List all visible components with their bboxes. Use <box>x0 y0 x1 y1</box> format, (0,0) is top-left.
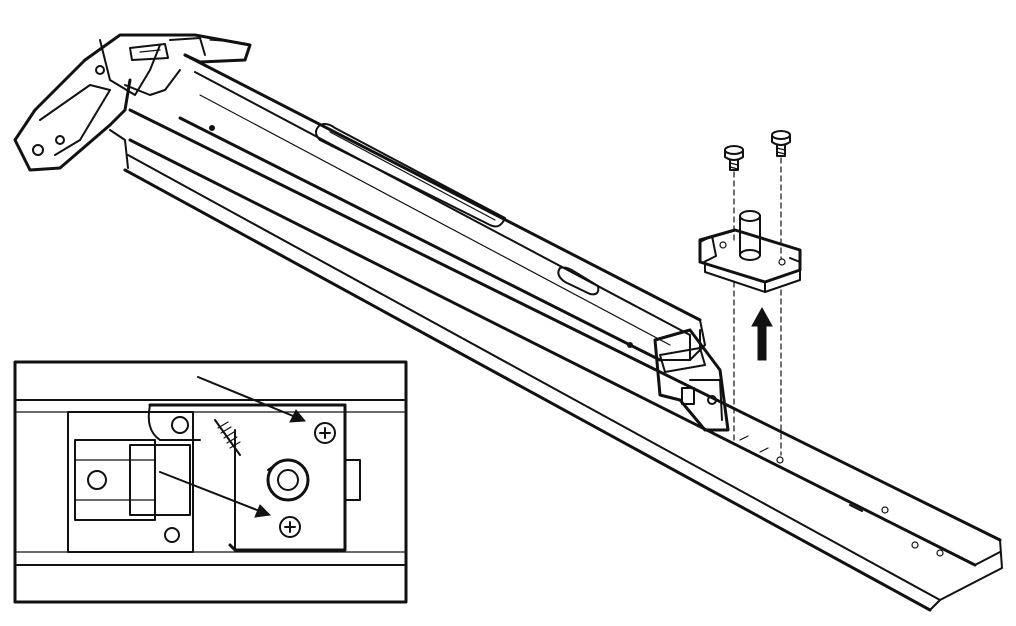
inset-screw-top <box>314 422 336 444</box>
exit-device-rail <box>123 53 1003 612</box>
inset-screw-bottom <box>279 516 301 538</box>
screw-left <box>724 145 744 171</box>
pointer-arrow-bottom <box>159 471 272 518</box>
pointer-arrow-top <box>197 376 307 423</box>
up-arrow <box>751 306 773 361</box>
rail-end-mechanism <box>653 328 730 432</box>
pivot-bracket <box>698 210 802 293</box>
alignment-lines <box>733 157 782 456</box>
detail-inset <box>13 360 408 604</box>
hinge-bracket <box>13 33 252 172</box>
screw-right <box>771 130 791 157</box>
